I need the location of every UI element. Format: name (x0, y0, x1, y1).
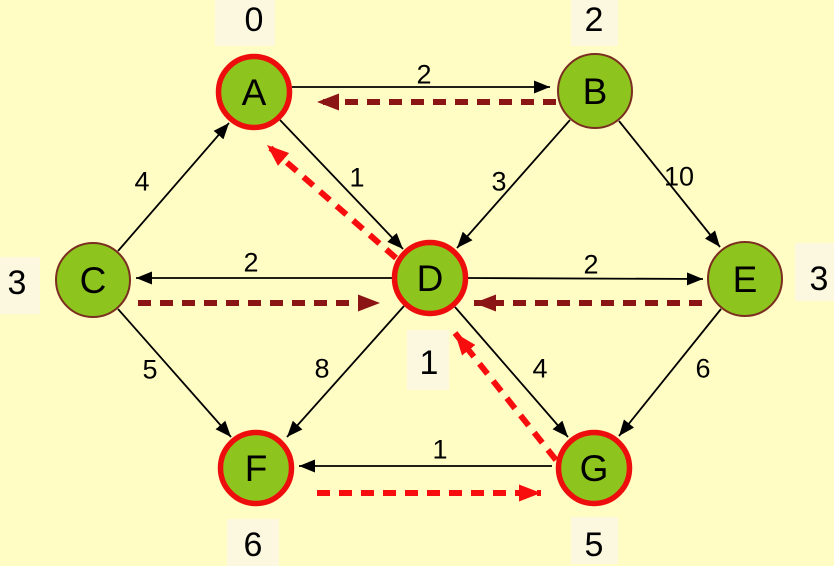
distance-label-D: 1 (420, 344, 439, 382)
edge-weight-B-D: 3 (491, 167, 506, 197)
edge-E-G (618, 308, 722, 437)
path-arrow-D-A (265, 142, 398, 261)
edge-weight-D-F: 8 (314, 354, 329, 384)
distance-label-bg-G (571, 517, 618, 564)
node-label-B: B (583, 71, 608, 112)
node-label-F: F (245, 448, 268, 489)
node-label-C: C (80, 260, 107, 301)
distance-label-E: 3 (810, 260, 829, 298)
edge-D-F (286, 305, 405, 438)
node-F (217, 429, 295, 507)
edge-weight-A-D: 1 (349, 163, 364, 193)
edge-weight-D-G: 4 (532, 354, 547, 384)
distance-label-B: 2 (585, 1, 604, 39)
node-A (215, 53, 293, 131)
edge-weight-D-C: 2 (243, 248, 258, 278)
edge-A-D (279, 119, 404, 250)
edge-D-E (467, 272, 704, 286)
node-D (391, 239, 469, 317)
edge-D-G (454, 306, 569, 438)
distance-label-C: 3 (8, 264, 27, 302)
edge-weight-D-E: 2 (583, 250, 598, 280)
edge-weight-C-A: 4 (134, 167, 149, 197)
distance-label-bg-E (795, 243, 834, 301)
edge-weight-G-F: 1 (432, 435, 447, 465)
edge-weight-B-E: 10 (664, 162, 694, 192)
distance-label-bg-C (0, 257, 40, 314)
node-B (557, 53, 633, 129)
node-label-G: G (580, 448, 609, 489)
node-label-D: D (417, 258, 444, 299)
edge-weight-C-F: 5 (142, 355, 157, 385)
distance-label-bg-B (571, 0, 618, 46)
node-E (707, 241, 783, 317)
edge-B-E (618, 120, 721, 248)
distance-label-G: 5 (585, 526, 604, 564)
edge-C-F (117, 308, 232, 438)
distance-label-A: 0 (245, 1, 264, 39)
edge-C-A (117, 122, 230, 252)
distance-label-F: 6 (244, 526, 263, 564)
node-G (555, 429, 633, 507)
node-label-E: E (733, 259, 758, 300)
distance-label-bg-A (215, 0, 275, 46)
edge-weight-E-G: 6 (695, 354, 710, 384)
edge-weight-A-B: 2 (416, 60, 431, 90)
distance-label-bg-D (407, 330, 449, 390)
node-C (55, 242, 131, 318)
node-label-A: A (242, 72, 267, 113)
path-arrow-G-D (452, 331, 559, 462)
distance-label-bg-F (227, 519, 279, 566)
edge-B-D (456, 119, 571, 249)
